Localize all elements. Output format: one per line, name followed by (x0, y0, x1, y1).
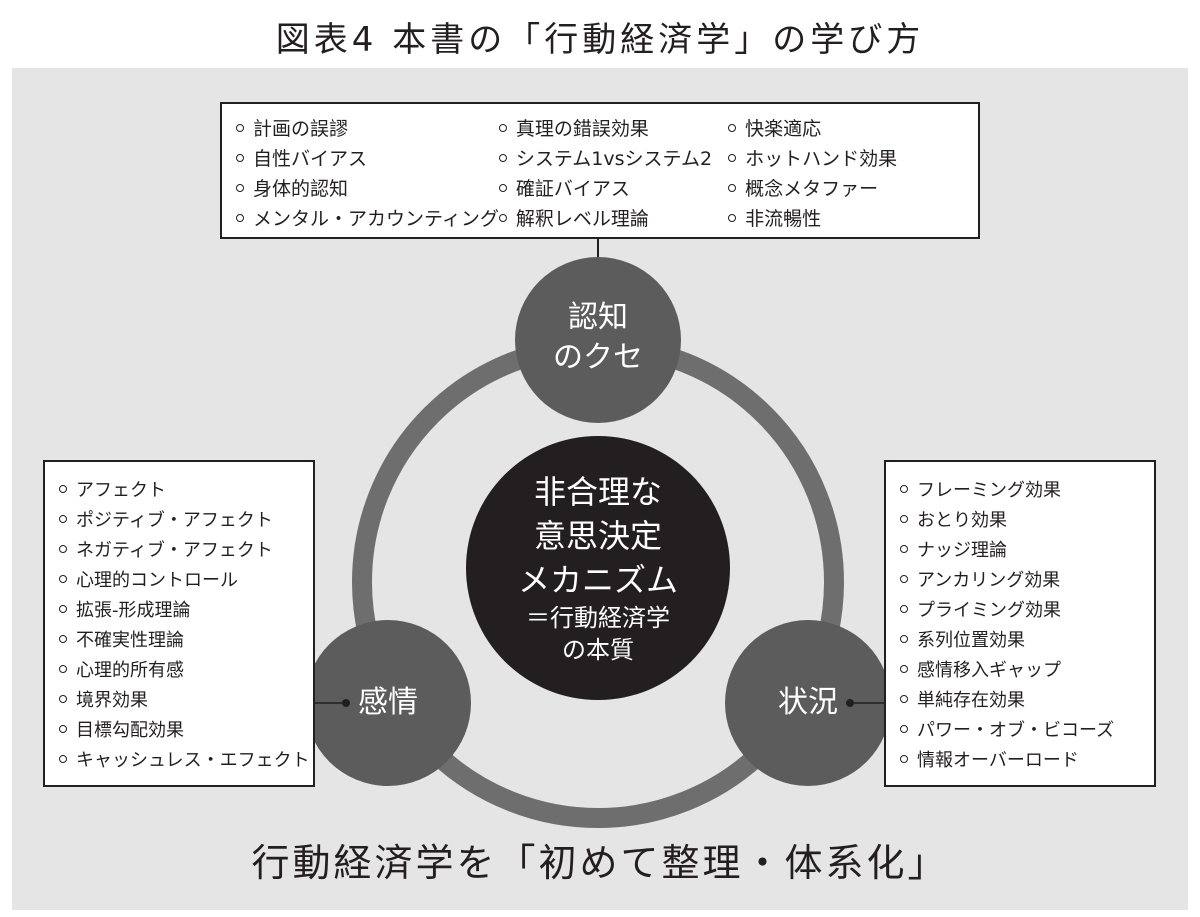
cognition-label: 認知 のクセ (518, 298, 678, 378)
footer-caption: 行動経済学を「初めて整理・体系化」 (251, 841, 949, 885)
list-item: アンカリング効果 (900, 566, 1154, 596)
list-item: メンタル・アカウンティング (236, 204, 499, 234)
list-item: ナッジ理論 (900, 536, 1154, 566)
emotion-list-box: アフェクト ポジティブ・アフェクト ネガティブ・アフェクト 心理的コントロール … (43, 460, 315, 787)
list-item: 真理の錯誤効果 (499, 114, 728, 144)
list-item: 単純存在効果 (900, 686, 1154, 716)
list-item: 拡張-形成理論 (59, 596, 313, 626)
center-line1: 非合理な (533, 473, 662, 511)
cognition-col3: 快楽適応 ホットハンド効果 概念メタファー 非流暢性 (728, 114, 978, 237)
list-item: キャッシュレス・エフェクト (59, 746, 313, 776)
list-item: 系列位置効果 (900, 626, 1154, 656)
cognition-col2: 真理の錯誤効果 システム1vsシステム2 確証バイアス 解釈レベル理論 (499, 114, 728, 237)
list-item: ホットハンド効果 (728, 144, 978, 174)
list-item: 計画の誤謬 (236, 114, 499, 144)
list-item: ネガティブ・アフェクト (59, 536, 313, 566)
emotion-label: 感情 (358, 685, 418, 720)
list-item: 感情移入ギャップ (900, 656, 1154, 686)
cognition-node (515, 257, 681, 423)
connector-dot-left (342, 699, 350, 707)
list-item: 身体的認知 (236, 174, 499, 204)
list-item: 解釈レベル理論 (499, 204, 728, 234)
emotion-node (305, 620, 471, 786)
list-item: 境界効果 (59, 686, 313, 716)
list-item: 情報オーバーロード (900, 746, 1154, 776)
list-item: フレーミング効果 (900, 476, 1154, 506)
list-item: 概念メタファー (728, 174, 978, 204)
list-item: アフェクト (59, 476, 313, 506)
list-item: システム1vsシステム2 (499, 144, 728, 174)
figure-title: 図表4 本書の「行動経済学」の学び方 (275, 20, 925, 60)
list-item: 心理的所有感 (59, 656, 313, 686)
list-item: 自性バイアス (236, 144, 499, 174)
center-node (466, 436, 730, 700)
situation-node (725, 620, 891, 786)
center-line3: メカニズム (517, 561, 678, 599)
list-item: プライミング効果 (900, 596, 1154, 626)
list-item: おとり効果 (900, 506, 1154, 536)
cognition-label-line2: のクセ (553, 340, 643, 375)
cognition-col1: 計画の誤謬 自性バイアス 身体的認知 メンタル・アカウンティング (236, 114, 499, 237)
center-line4: ＝行動経済学 (526, 604, 670, 632)
center-label: 非合理な 意思決定 メカニズム ＝行動経済学 の本質 (478, 470, 718, 666)
center-line5: の本質 (562, 636, 634, 664)
cognition-list-box: 計画の誤謬 自性バイアス 身体的認知 メンタル・アカウンティング 真理の錯誤効果… (220, 102, 980, 239)
situation-label: 状況 (778, 685, 838, 720)
center-line2: 意思決定 (533, 517, 662, 555)
list-item: 不確実性理論 (59, 626, 313, 656)
list-item: ポジティブ・アフェクト (59, 506, 313, 536)
list-item: パワー・オブ・ビコーズ (900, 716, 1154, 746)
list-item: 非流暢性 (728, 204, 978, 234)
list-item: 心理的コントロール (59, 566, 313, 596)
list-item: 快楽適応 (728, 114, 978, 144)
cognition-label-line1: 認知 (568, 300, 628, 335)
situation-list-box: フレーミング効果 おとり効果 ナッジ理論 アンカリング効果 プライミング効果 系… (884, 460, 1156, 787)
connector-dot-right (846, 699, 854, 707)
list-item: 確証バイアス (499, 174, 728, 204)
list-item: 目標勾配効果 (59, 716, 313, 746)
